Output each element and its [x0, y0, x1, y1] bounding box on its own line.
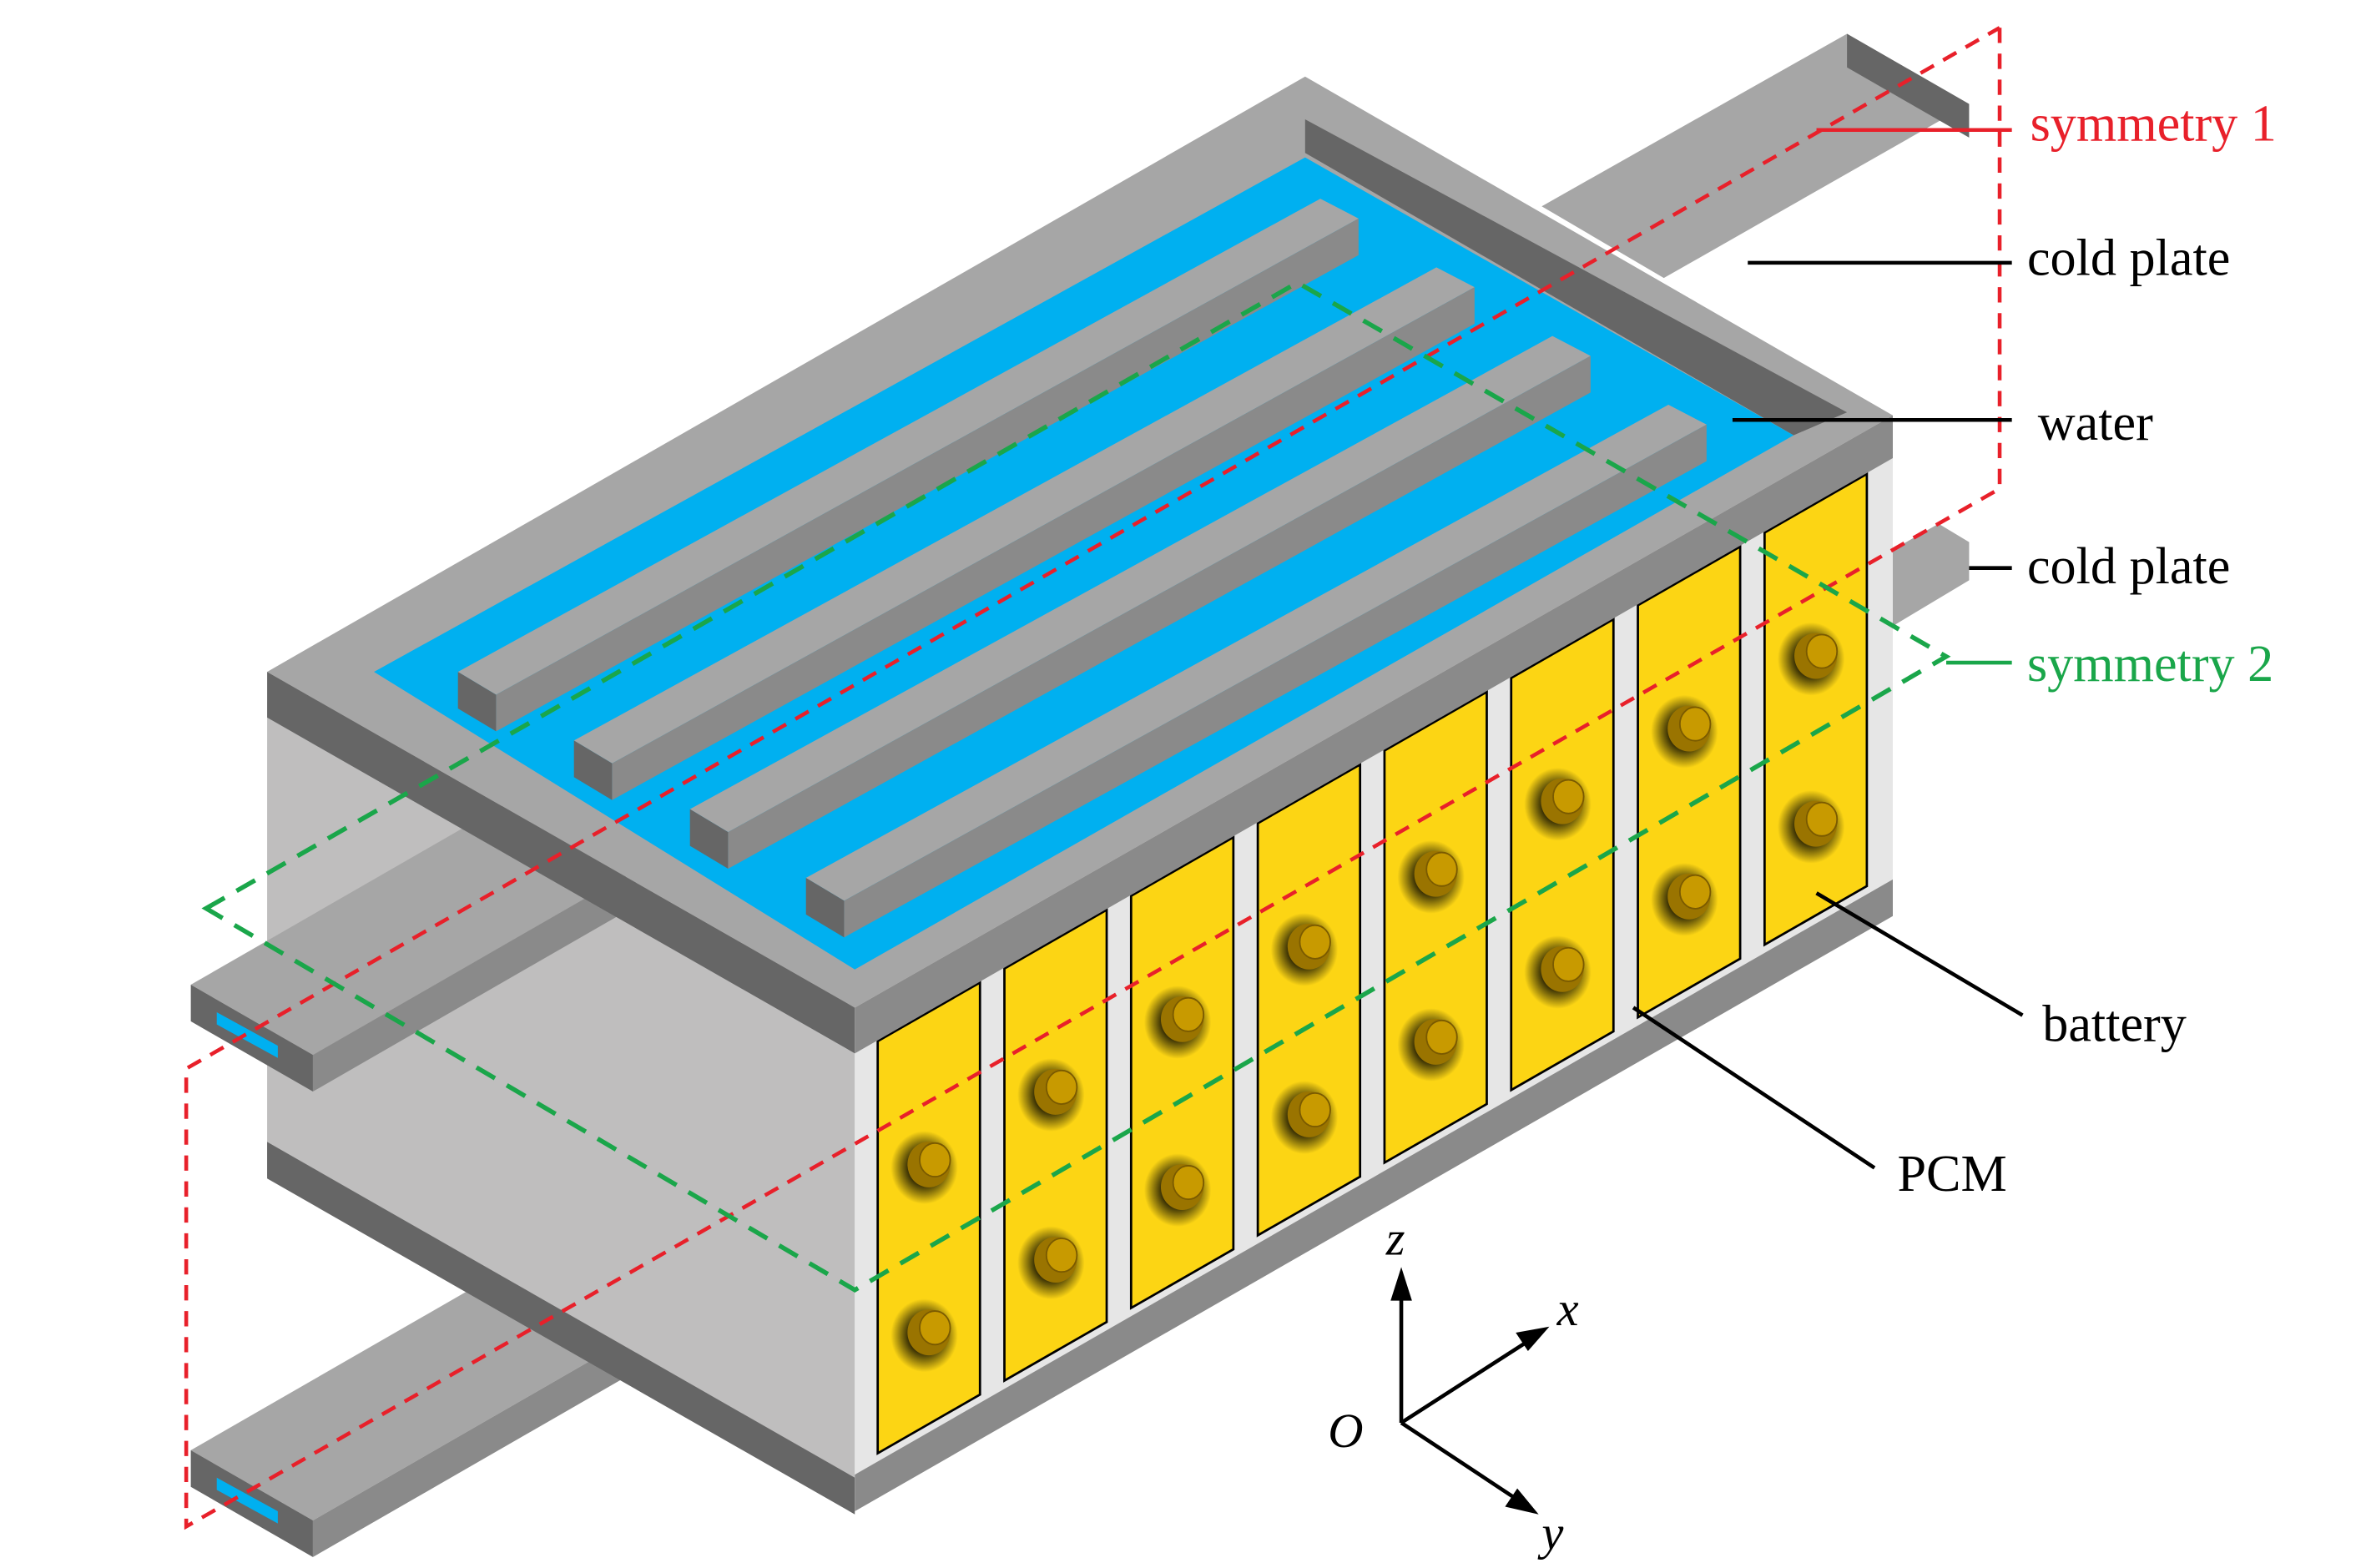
label-battery: battery [2042, 996, 2187, 1053]
terminal-cap [1678, 874, 1712, 910]
label-water: water [2038, 395, 2153, 451]
x-arrow-icon [1516, 1326, 1550, 1351]
cold-plate-rib [689, 335, 1591, 870]
battery-panel [1003, 907, 1108, 1383]
symmetry-plane-2 [201, 280, 1951, 1293]
z-arrow-icon [1390, 1267, 1412, 1301]
axis-y-label: y [1537, 1506, 1563, 1560]
battery-cell [1510, 617, 1615, 1092]
top-cold-plate [267, 76, 1893, 1054]
outlet-pipe-bottom [190, 1270, 626, 1557]
right-pipes [1541, 33, 1970, 627]
terminal-cap [919, 1142, 951, 1178]
cold-plate-rib [457, 199, 1359, 732]
battery-cell [1129, 834, 1235, 1310]
battery-panel [1256, 762, 1362, 1238]
coordinate-axes [1390, 1267, 1550, 1515]
cold-plate-rib [805, 404, 1707, 938]
pipe-water-opening [216, 1477, 278, 1524]
terminal-cap [1552, 779, 1585, 814]
terminal-cap [1172, 996, 1205, 1032]
leader-lines [1632, 128, 2024, 1170]
terminal-cap [1299, 924, 1331, 960]
bottom-plate-front-edge [855, 879, 1893, 1512]
battery-cell [876, 981, 981, 1455]
battery-panel [1383, 689, 1488, 1165]
terminal-cap [1805, 633, 1839, 669]
inlet-pipe-top [190, 804, 626, 1092]
bottom-plate-left-edge [267, 1142, 855, 1515]
battery-panel [1129, 834, 1235, 1310]
terminal-cap [1045, 1238, 1078, 1273]
axis-z-label: z [1385, 1212, 1405, 1266]
axis-x-label: x [1556, 1282, 1579, 1336]
battery-panel [876, 981, 981, 1455]
battery-cell [1637, 544, 1742, 1020]
label-cold-plate-bottom: cold plate [2027, 538, 2230, 595]
battery-panel [1510, 617, 1615, 1092]
axis-origin-label: O [1328, 1404, 1363, 1458]
y-arrow-icon [1505, 1488, 1539, 1515]
terminal-cap [1678, 706, 1712, 742]
terminal-cap [1805, 801, 1839, 837]
battery-cell [1003, 907, 1108, 1383]
cold-plate-rib [573, 267, 1475, 800]
battery-cell [1256, 762, 1362, 1238]
terminal-cap [1425, 1019, 1458, 1055]
terminal-cap [1552, 946, 1585, 982]
terminal-cap [1045, 1069, 1078, 1105]
terminal-cap [1425, 851, 1458, 887]
water-channel [374, 157, 1794, 970]
label-symmetry-1: symmetry 1 [2031, 96, 2277, 153]
battery-panel [1637, 544, 1742, 1020]
label-cold-plate-top: cold plate [2027, 230, 2230, 287]
terminal-cap [1299, 1092, 1331, 1128]
battery-cell [1763, 471, 1869, 947]
terminal-cap [1172, 1165, 1205, 1201]
terminal-cap [919, 1310, 951, 1346]
label-pcm: PCM [1897, 1146, 2006, 1202]
label-symmetry-2: symmetry 2 [2027, 636, 2273, 693]
battery-cell [1383, 689, 1488, 1165]
front-face-pcm [855, 458, 1893, 1512]
symmetry-plane-1 [184, 26, 2002, 1530]
